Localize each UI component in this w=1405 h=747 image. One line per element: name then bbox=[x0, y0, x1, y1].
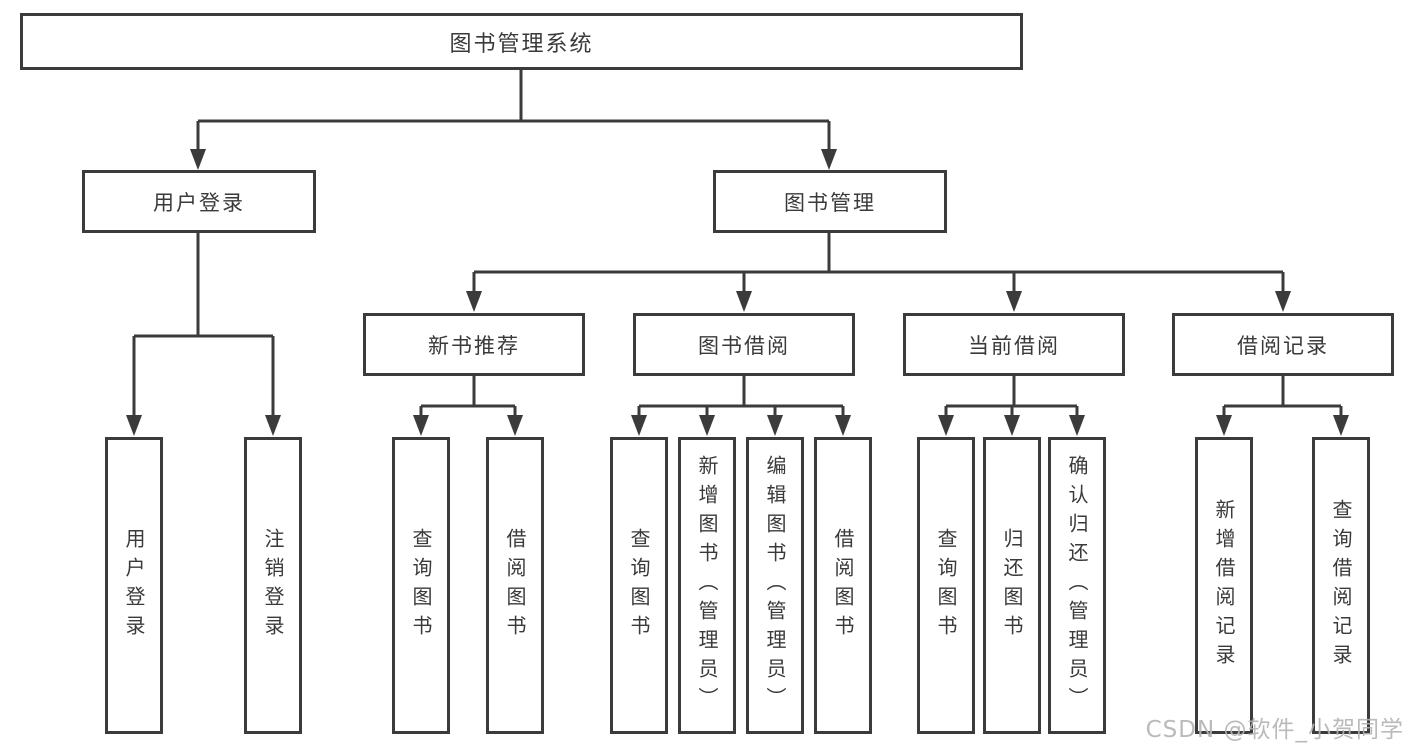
node-label: 新增借阅记录 bbox=[1212, 498, 1236, 673]
node-label: 新增图书（管理员） bbox=[695, 455, 719, 716]
node-new-book-recommend: 新书推荐 bbox=[363, 313, 585, 376]
node-query-books-3: 查询图书 bbox=[917, 437, 975, 734]
node-current-borrow: 当前借阅 bbox=[903, 313, 1125, 376]
node-label: 借阅图书 bbox=[503, 527, 527, 644]
node-label: 确认归还（管理员） bbox=[1065, 455, 1089, 716]
node-add-book-admin: 新增图书（管理员） bbox=[678, 437, 736, 734]
node-label: 注销登录 bbox=[261, 527, 285, 644]
node-label: 归还图书 bbox=[1000, 527, 1024, 644]
node-label: 借阅图书 bbox=[831, 527, 855, 644]
node-confirm-return-admin: 确认归还（管理员） bbox=[1048, 437, 1106, 734]
node-borrow-books-2: 借阅图书 bbox=[814, 437, 872, 734]
node-label: 编辑图书（管理员） bbox=[763, 455, 787, 716]
node-query-borrow-record: 查询借阅记录 bbox=[1312, 437, 1370, 734]
node-label: 查询图书 bbox=[627, 527, 651, 644]
node-borrow-books-1: 借阅图书 bbox=[486, 437, 544, 734]
node-label: 图书管理系统 bbox=[449, 31, 594, 57]
node-label: 查询图书 bbox=[409, 527, 433, 644]
node-label: 借阅记录 bbox=[1237, 333, 1329, 358]
node-query-books-1: 查询图书 bbox=[392, 437, 450, 734]
node-label: 当前借阅 bbox=[968, 333, 1060, 358]
node-return-book: 归还图书 bbox=[983, 437, 1041, 734]
node-add-borrow-record: 新增借阅记录 bbox=[1195, 437, 1253, 734]
node-library-management-system: 图书管理系统 bbox=[20, 13, 1023, 70]
node-label: 用户登录 bbox=[122, 527, 146, 644]
node-label: 查询图书 bbox=[934, 527, 958, 644]
node-book-borrow: 图书借阅 bbox=[633, 313, 855, 376]
node-user-login: 用户登录 bbox=[82, 170, 316, 233]
watermark: CSDN @软件_小贺同学 bbox=[1145, 717, 1404, 743]
node-label: 新书推荐 bbox=[428, 333, 520, 358]
node-label: 图书管理 bbox=[784, 190, 876, 215]
node-user-login-leaf: 用户登录 bbox=[105, 437, 163, 734]
node-label: 图书借阅 bbox=[698, 333, 790, 358]
node-query-books-2: 查询图书 bbox=[610, 437, 668, 734]
node-label: 用户登录 bbox=[153, 190, 245, 215]
node-borrow-records: 借阅记录 bbox=[1172, 313, 1394, 376]
node-edit-book-admin: 编辑图书（管理员） bbox=[746, 437, 804, 734]
node-label: 查询借阅记录 bbox=[1329, 498, 1353, 673]
node-logout: 注销登录 bbox=[244, 437, 302, 734]
node-book-management: 图书管理 bbox=[713, 170, 947, 233]
